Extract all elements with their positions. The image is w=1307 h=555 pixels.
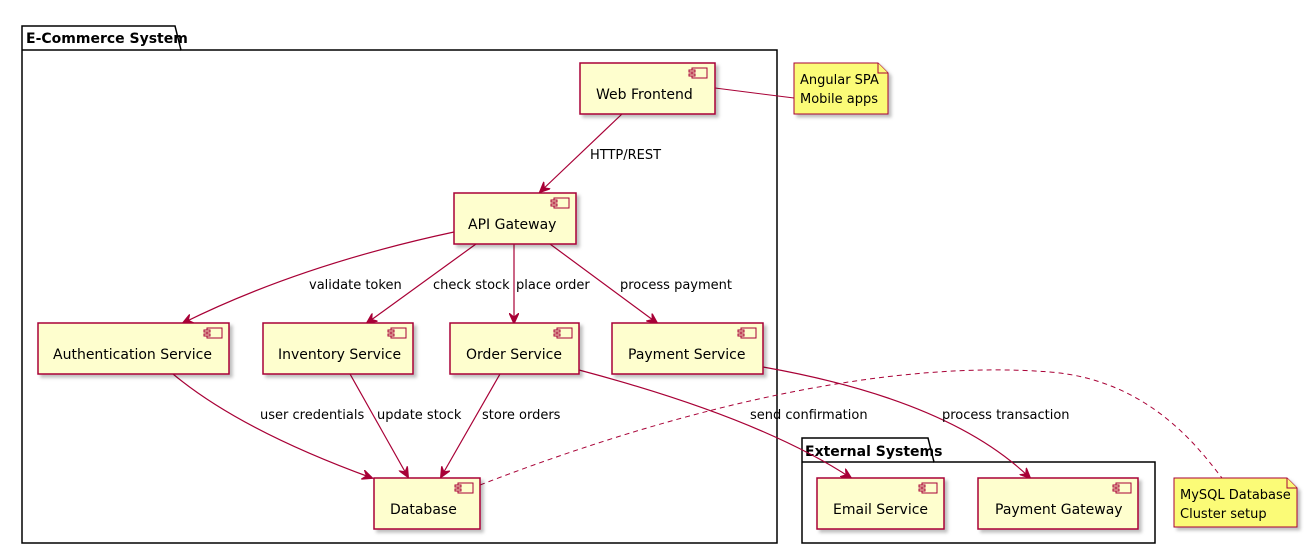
edge-label-place-order: place order — [516, 278, 590, 293]
note-database: MySQL Database Cluster setup — [1173, 477, 1298, 528]
component-icon — [387, 327, 407, 339]
edge-inventory-database — [349, 373, 408, 477]
component-inventory-service[interactable]: Inventory Service — [262, 322, 414, 375]
edge-label-update-stock: update stock — [377, 408, 462, 423]
edge-auth-database — [172, 373, 372, 478]
edge-gateway-inventory — [367, 243, 477, 323]
component-icon — [1112, 482, 1132, 494]
package-title-ecommerce: E-Commerce System — [26, 31, 188, 47]
edge-gateway-auth — [183, 231, 455, 323]
component-icon — [553, 327, 573, 339]
package-title-external: External Systems — [805, 444, 942, 460]
component-email-service[interactable]: Email Service — [816, 477, 945, 530]
component-label-web-frontend: Web Frontend — [596, 87, 693, 103]
component-icon — [688, 67, 708, 79]
edge-label-user-credentials: user credentials — [260, 408, 364, 423]
edge-gateway-payment — [549, 243, 657, 323]
edge-label-check-stock: check stock — [433, 278, 510, 293]
edge-label-store-orders: store orders — [482, 408, 561, 423]
component-icon — [203, 327, 223, 339]
component-label-authentication-service: Authentication Service — [53, 347, 212, 363]
edge-label-http-rest: HTTP/REST — [590, 148, 661, 163]
note-frontend: Angular SPA Mobile apps — [793, 62, 889, 115]
component-authentication-service[interactable]: Authentication Service — [37, 322, 230, 375]
note-link-frontend — [714, 87, 795, 99]
package-external-systems: External Systems — [801, 437, 1156, 544]
edge-order-email — [578, 369, 851, 478]
note-database-line2: Cluster setup — [1180, 507, 1267, 522]
note-link-database — [479, 369, 1223, 486]
note-frontend-line1: Angular SPA — [800, 73, 879, 88]
component-icon — [737, 327, 757, 339]
component-payment-gateway[interactable]: Payment Gateway — [977, 477, 1139, 530]
edges — [172, 113, 1030, 478]
edge-label-send-confirmation: send confirmation — [750, 408, 868, 423]
edge-labels: HTTP/REST validate token check stock pla… — [260, 148, 1070, 423]
component-label-api-gateway: API Gateway — [468, 217, 556, 233]
edge-label-validate-token: validate token — [309, 278, 402, 293]
component-database[interactable]: Database — [373, 477, 481, 530]
component-label-inventory-service: Inventory Service — [278, 347, 401, 363]
component-label-email-service: Email Service — [833, 502, 928, 518]
component-web-frontend[interactable]: Web Frontend — [579, 62, 716, 115]
component-label-payment-gateway: Payment Gateway — [995, 502, 1123, 518]
component-label-order-service: Order Service — [466, 347, 562, 363]
edge-payment-gateway — [762, 366, 1030, 478]
component-label-payment-service: Payment Service — [628, 347, 745, 363]
component-icon — [454, 482, 474, 494]
package-ecommerce-system: E-Commerce System — [21, 25, 778, 544]
component-order-service[interactable]: Order Service — [449, 322, 580, 375]
component-icon — [918, 482, 938, 494]
edge-order-database — [441, 373, 501, 477]
note-frontend-line2: Mobile apps — [800, 92, 878, 107]
component-icon — [550, 197, 570, 209]
component-label-database: Database — [390, 502, 457, 518]
edge-label-process-transaction: process transaction — [942, 408, 1070, 423]
edge-frontend-gateway — [540, 113, 623, 192]
component-payment-service[interactable]: Payment Service — [611, 322, 764, 375]
edge-label-process-payment: process payment — [620, 278, 732, 293]
component-api-gateway[interactable]: API Gateway — [453, 192, 577, 245]
note-database-line1: MySQL Database — [1180, 488, 1291, 503]
